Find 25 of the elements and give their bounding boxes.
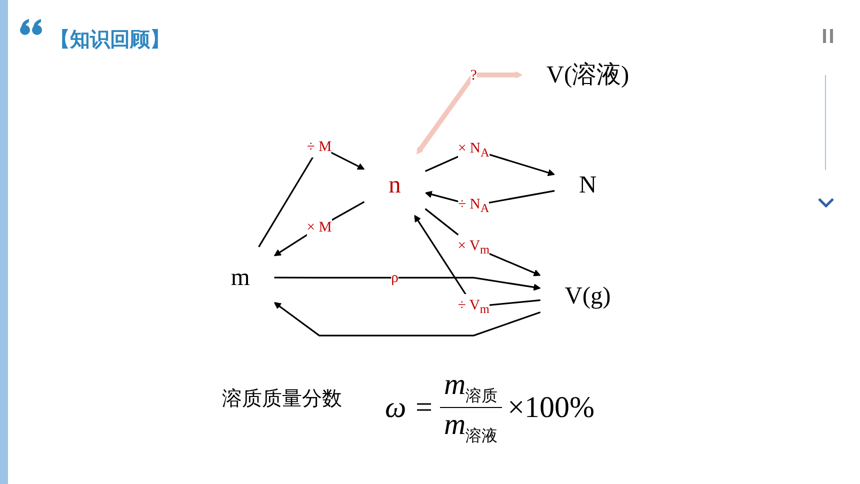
node-text: n <box>388 171 401 198</box>
edge-label: ÷ N$_{A}$ <box>458 195 490 216</box>
edge-label: ÷ V$_{m}$ <box>458 296 490 316</box>
edge-label: ρ <box>391 269 398 286</box>
formula-text: ×100% <box>508 390 595 424</box>
formula-text: ω = <box>385 390 434 424</box>
edge-label: × N$_{A}$ <box>458 140 490 160</box>
edge-label: ÷ M <box>306 138 332 154</box>
arrow <box>274 201 365 256</box>
edge-label: × M <box>306 218 332 235</box>
edge-label: ? <box>470 66 477 83</box>
arrow <box>424 208 541 276</box>
formula-label: 溶质质量分数 <box>222 385 342 412</box>
arrow <box>274 302 541 336</box>
node-text: m <box>230 264 250 291</box>
arrow <box>416 71 522 154</box>
node-text: N <box>578 171 597 198</box>
node-text: V(g) <box>564 282 611 310</box>
fraction-denominator: m$_{溶液}$ <box>442 408 499 447</box>
fraction-numerator: m$_{溶质}$ <box>440 368 502 408</box>
arrow <box>414 214 540 308</box>
node-text: V(溶液) <box>546 62 630 88</box>
edge-label: × V$_{m}$ <box>458 236 490 257</box>
title: 【知识回顾】 <box>50 26 170 53</box>
arrow <box>274 276 541 291</box>
